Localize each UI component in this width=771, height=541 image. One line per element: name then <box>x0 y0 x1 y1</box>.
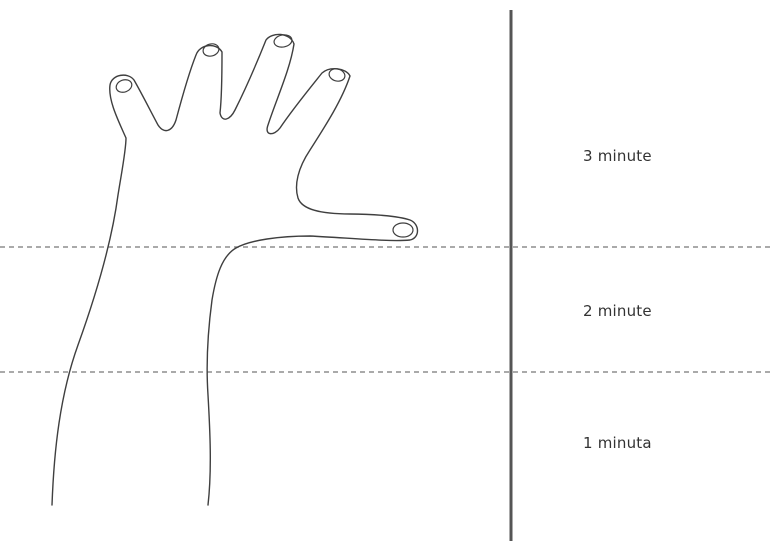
fingernail-pinky <box>114 78 133 95</box>
hand-outline <box>52 34 418 505</box>
fingernail-ring <box>202 42 221 58</box>
fingernail-thumb <box>393 223 413 237</box>
zone-label-2-minute: 2 minute <box>583 302 703 320</box>
zone-label-1-minuta: 1 minuta <box>583 434 703 452</box>
fingernail-middle <box>273 34 293 49</box>
zone-label-3-minute: 3 minute <box>583 147 703 165</box>
